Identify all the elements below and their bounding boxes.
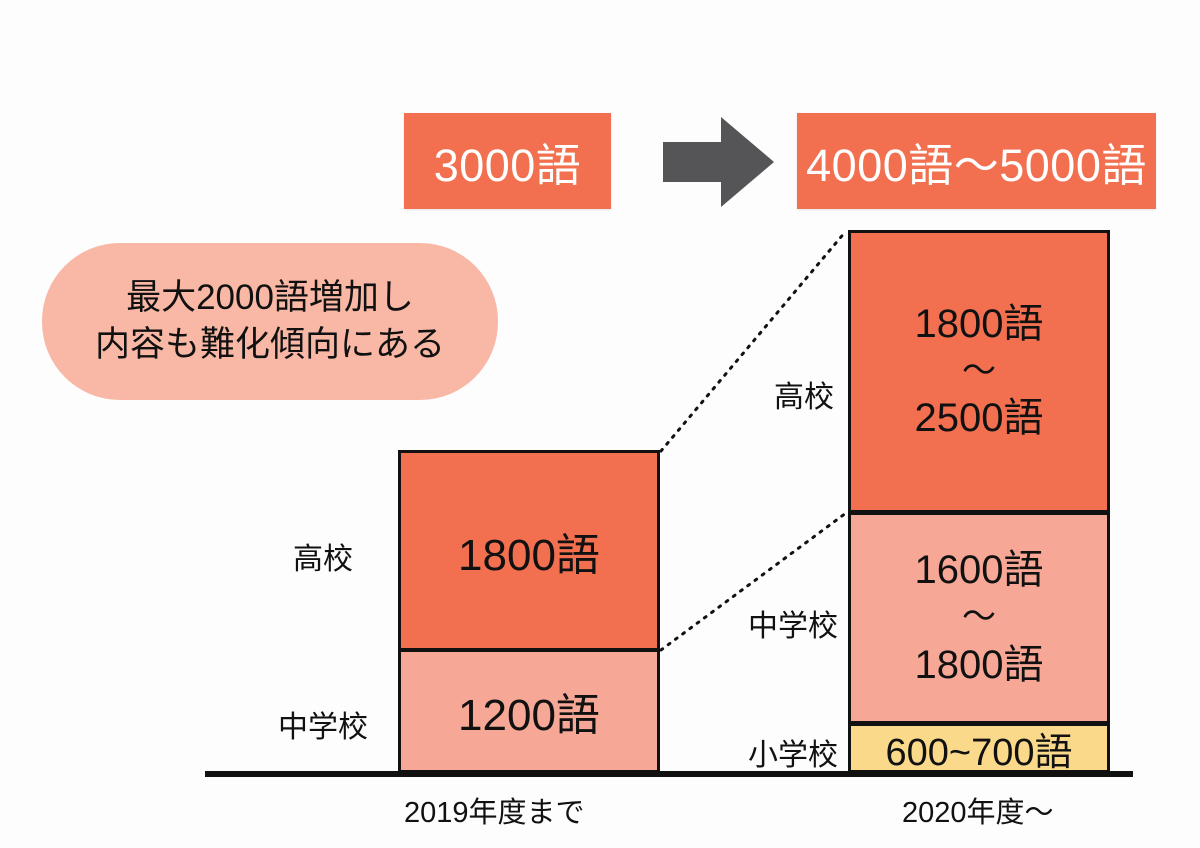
callout-bubble: 最大2000語増加し 内容も難化傾向にある xyxy=(42,243,498,400)
bar-segment-2019-high-school: 1800語 xyxy=(398,450,660,651)
bar-value-2020-high-school-max: 2500語 xyxy=(914,396,1044,441)
axis-baseline xyxy=(205,771,1133,777)
bar-value-2020-junior-high-min: 1600語 xyxy=(914,548,1044,593)
callout-line-2: 内容も難化傾向にある xyxy=(94,324,445,364)
category-label-2020-junior-high: 中学校 xyxy=(748,610,838,643)
bar-value-2019-high-school: 1800語 xyxy=(458,530,600,580)
bar-segment-2020-elementary: 600~700語 xyxy=(848,723,1110,774)
bar-value-2020-elementary: 600~700語 xyxy=(885,731,1073,774)
bar-value-2020-junior-high-max: 1800語 xyxy=(914,642,1044,687)
total-words-before-label: 3000語 xyxy=(433,139,582,191)
total-words-after-label: 4000語〜5000語 xyxy=(806,139,1147,191)
axis-caption-2020: 2020年度〜 xyxy=(902,797,1054,829)
axis-caption-2019: 2019年度まで xyxy=(404,797,585,829)
callout-line-1: 最大2000語増加し xyxy=(126,277,414,317)
bar-value-2020-high-school-min: 1800語 xyxy=(914,301,1044,346)
total-words-before-banner: 3000語 xyxy=(404,113,611,209)
right-arrow-icon xyxy=(663,117,774,207)
category-label-2020-elementary: 小学校 xyxy=(748,739,838,772)
category-label-2019-high-school: 高校 xyxy=(293,543,353,576)
bar-segment-2020-high-school: 1800語 〜 2500語 xyxy=(848,230,1110,513)
bar-range-tilde-high-school: 〜 xyxy=(962,351,996,390)
category-label-2020-high-school: 高校 xyxy=(774,381,834,414)
bar-segment-2020-junior-high: 1600語 〜 1800語 xyxy=(848,512,1110,724)
bar-range-tilde-junior-high: 〜 xyxy=(962,598,996,637)
bar-segment-2019-junior-high: 1200語 xyxy=(398,649,660,773)
total-words-after-banner: 4000語〜5000語 xyxy=(797,113,1156,209)
bar-value-2019-junior-high: 1200語 xyxy=(458,691,600,740)
category-label-2019-junior-high: 中学校 xyxy=(278,711,368,744)
